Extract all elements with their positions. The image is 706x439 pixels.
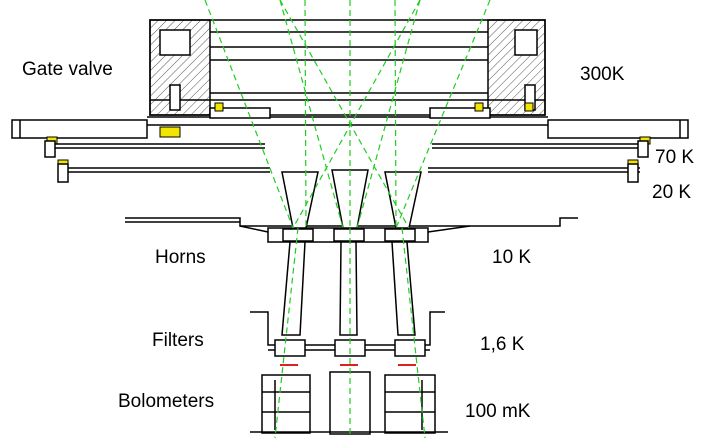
label-filters: Filters bbox=[152, 330, 204, 351]
shield-70k bbox=[44, 140, 649, 158]
label-10k: 10 K bbox=[492, 247, 531, 268]
label-70k: 70 K bbox=[655, 147, 694, 168]
horns bbox=[281, 169, 422, 242]
label-100mk: 100 mK bbox=[465, 401, 531, 422]
label-20k: 20 K bbox=[652, 182, 691, 203]
label-horns: Horns bbox=[155, 247, 206, 268]
label-300k: 300K bbox=[580, 64, 625, 85]
horn-left bbox=[281, 171, 319, 229]
waveguides bbox=[281, 241, 416, 336]
label-1-6k: 1,6 K bbox=[480, 334, 525, 355]
gate-valve-body bbox=[149, 19, 546, 116]
label-bolometers: Bolometers bbox=[118, 391, 214, 412]
horn-center bbox=[331, 169, 369, 229]
shield-20k bbox=[57, 163, 640, 183]
label-gate-valve: Gate valve bbox=[22, 59, 113, 80]
plate-1-6k bbox=[250, 311, 445, 357]
optical-beams bbox=[204, 0, 491, 439]
flange-300k bbox=[11, 107, 689, 139]
